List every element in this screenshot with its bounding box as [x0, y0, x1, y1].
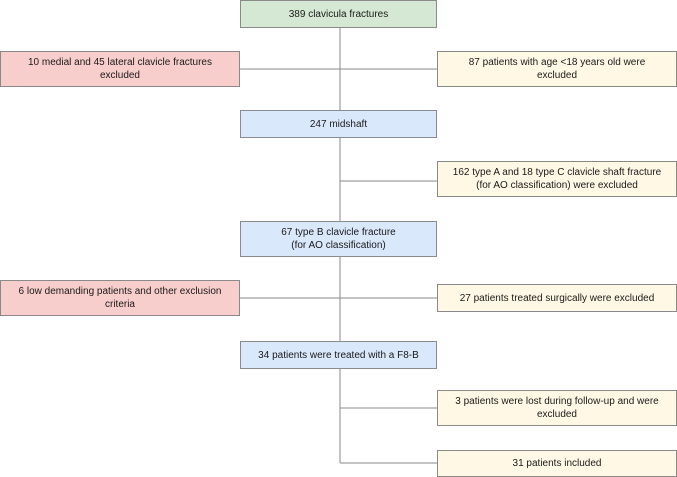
excluded-type-ac-line1: 162 type A and 18 type C clavicle shaft …: [452, 167, 662, 178]
included-box: 31 patients included: [437, 450, 677, 477]
excluded-medial-lateral-box: 10 medial and 45 lateral clavicle fractu…: [0, 51, 240, 87]
excluded-age-line2: excluded: [536, 70, 578, 81]
total-fractures-box: 389 clavicula fractures: [240, 0, 437, 28]
treated-text: 34 patients were treated with a F8-B: [258, 349, 419, 361]
excluded-type-ac-line2: (for AO classification) were excluded: [476, 180, 638, 191]
excluded-age-box: 87 patients with age <18 years old were …: [437, 51, 677, 87]
excluded-low-demand-box: 6 low demanding patients and other exclu…: [0, 280, 240, 316]
type-b-line1: 67 type B clavicle fracture: [281, 227, 396, 238]
excluded-surgical-box: 27 patients treated surgically were excl…: [437, 284, 677, 312]
lost-followup-box: 3 patients were lost during follow-up an…: [437, 390, 677, 426]
lost-followup-line1: 3 patients were lost during follow-up an…: [455, 396, 659, 407]
excluded-medial-lateral-line1: 10 medial and 45 lateral clavicle fractu…: [28, 57, 212, 68]
type-b-line2: (for AO classification): [291, 240, 386, 251]
excluded-low-demand-line1: 6 low demanding patients and other exclu…: [18, 286, 222, 297]
midshaft-box: 247 midshaft: [240, 110, 437, 138]
excluded-type-ac-box: 162 type A and 18 type C clavicle shaft …: [437, 161, 677, 197]
excluded-surgical-text: 27 patients treated surgically were excl…: [459, 292, 655, 304]
lost-followup-line2: excluded: [536, 409, 577, 420]
included-text: 31 patients included: [512, 458, 602, 469]
excluded-age-line1: 87 patients with age <18 years old were: [468, 57, 646, 68]
excluded-medial-lateral-line2: excluded: [99, 70, 140, 81]
total-fractures-text: 389 clavicula fractures: [288, 8, 389, 20]
treated-box: 34 patients were treated with a F8-B: [240, 341, 437, 369]
type-b-box: 67 type B clavicle fracture (for AO clas…: [240, 221, 437, 257]
midshaft-text: 247 midshaft: [309, 118, 368, 130]
excluded-low-demand-line2: criteria: [104, 299, 135, 310]
